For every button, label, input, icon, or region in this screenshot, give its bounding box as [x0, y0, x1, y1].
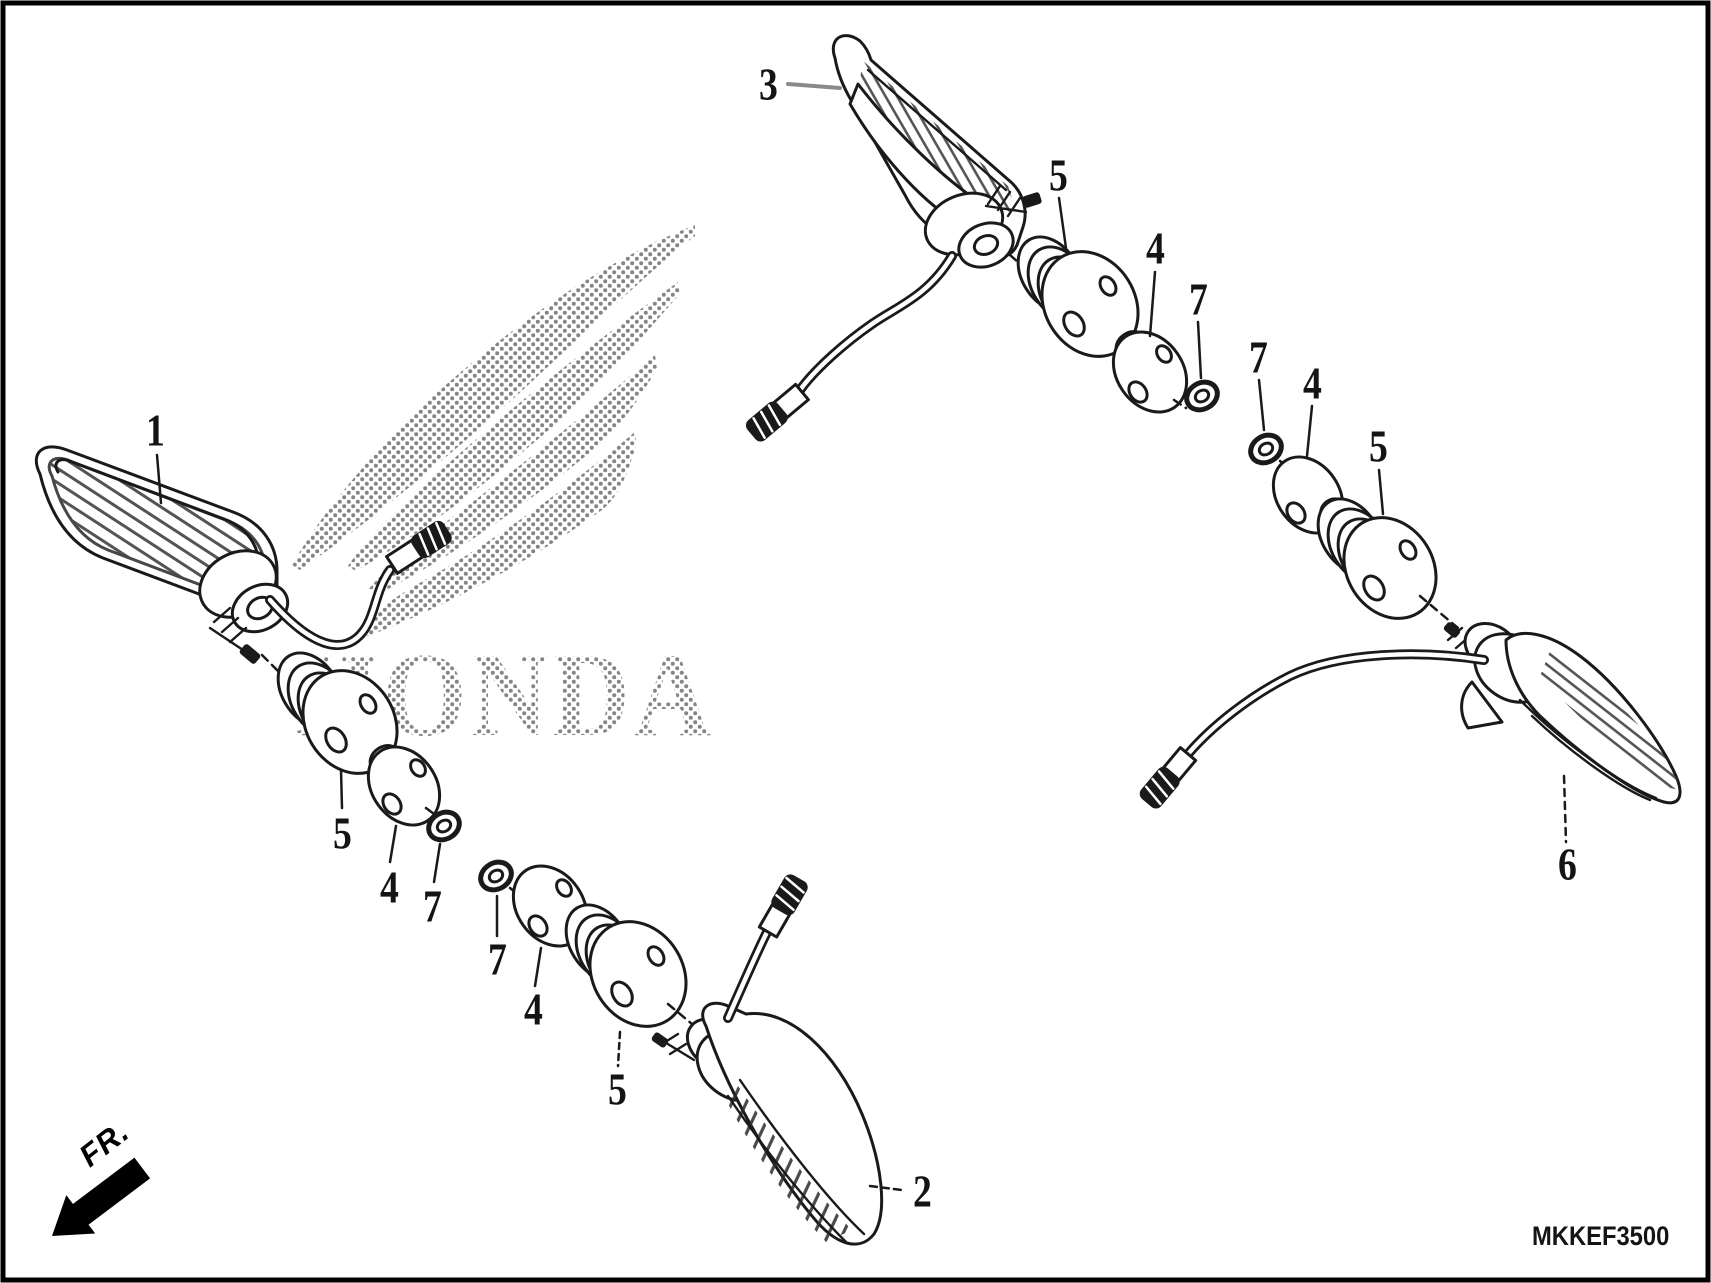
turn-signal-3-assembly	[745, 34, 1220, 442]
nut-7	[1248, 432, 1284, 466]
mount-plate-4	[1111, 330, 1189, 414]
mount-grommet-5	[276, 651, 399, 775]
mount-grommet-5	[564, 903, 688, 1028]
wire-connector	[1139, 746, 1198, 809]
callout-part-3: 3	[758, 58, 778, 110]
turn-signal-6-assembly	[1139, 378, 1682, 844]
callout-part-4-bottom: 4	[523, 983, 543, 1035]
callout-part-7-right: 7	[1248, 331, 1268, 383]
callout-part-7-bottom: 7	[487, 933, 507, 985]
diagram-part-code: MKKEF3500	[1532, 1221, 1670, 1251]
mount-grommet-5	[1316, 497, 1438, 620]
callout-part-1: 1	[145, 404, 165, 456]
mount-grommet-5	[1016, 235, 1140, 358]
callout-part-6: 6	[1557, 838, 1577, 890]
callout-part-5-left: 5	[332, 807, 352, 859]
wire-connector	[385, 520, 452, 575]
callout-part-7-top: 7	[1188, 273, 1208, 325]
nut-7	[478, 859, 514, 893]
callout-part-2: 2	[912, 1165, 932, 1217]
callout-part-5-top: 5	[1048, 149, 1068, 201]
honda-wing-watermark: HONDA	[292, 225, 711, 761]
callout-part-4-top: 4	[1145, 222, 1165, 274]
front-direction-arrow-icon	[52, 1157, 151, 1236]
turn-signal-1-assembly	[34, 445, 462, 884]
callout-part-4-right: 4	[1302, 357, 1322, 409]
callout-part-5-right: 5	[1368, 420, 1388, 472]
callout-part-5-bottom: 5	[607, 1063, 627, 1115]
callout-part-4-left: 4	[379, 861, 399, 913]
wire-connector	[757, 874, 808, 939]
mount-plate-4	[366, 744, 442, 827]
wire-connector	[745, 382, 810, 442]
callout-part-7-left: 7	[422, 880, 442, 932]
nut-7	[426, 809, 462, 843]
turn-signal-2-assembly	[478, 859, 904, 1246]
nut-7	[1184, 379, 1220, 413]
